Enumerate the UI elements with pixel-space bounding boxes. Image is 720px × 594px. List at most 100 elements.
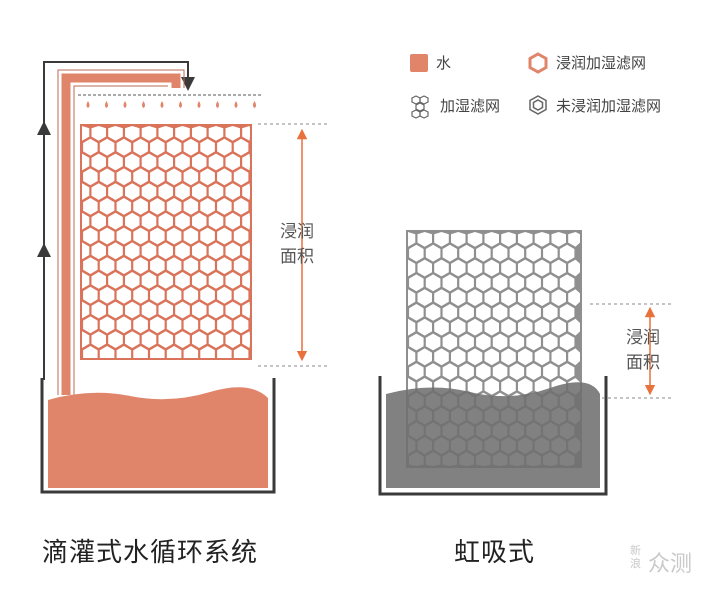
hex-cell (99, 227, 115, 245)
hex-cell (543, 244, 558, 262)
hex-cell (568, 232, 580, 247)
hex-cell (150, 227, 165, 245)
hex-cell (476, 363, 491, 380)
water-drop (160, 101, 164, 108)
hex-cell (492, 304, 508, 321)
hex-cell (225, 153, 240, 171)
hex-cell (459, 333, 474, 351)
hex-cell (233, 198, 249, 215)
hex-cell (192, 212, 207, 230)
hex-cell (116, 346, 132, 358)
hex-cell (192, 242, 207, 260)
hex-cell (166, 316, 182, 334)
water-drop (86, 101, 90, 108)
hex-cell (484, 289, 499, 306)
hex-cell (408, 289, 416, 306)
hex-cell (200, 346, 215, 358)
hex-cell (158, 183, 173, 200)
hex-cell (233, 286, 249, 304)
hex-cell (175, 242, 190, 260)
hex-cell (183, 227, 199, 245)
hex-cell (242, 183, 250, 200)
hex-cell (82, 212, 90, 230)
hex-cell (200, 316, 215, 334)
filter-icon (411, 95, 429, 119)
hex-cell (425, 274, 441, 292)
hex-cell (99, 346, 115, 358)
hex-cell (242, 153, 250, 171)
hex-cell (451, 318, 466, 336)
hex-cell (166, 227, 182, 245)
hex-cell (559, 244, 575, 262)
hex-cell (484, 378, 499, 395)
hex-cell (543, 304, 558, 321)
tank-right (378, 376, 608, 496)
hex-cell (409, 363, 424, 380)
hex-cell (484, 259, 499, 277)
right-soak-area-label: 浸润 面积 (626, 326, 660, 376)
hex-cell (409, 244, 424, 262)
hex-cell (200, 138, 215, 156)
hex-cell (166, 138, 182, 156)
hex-cell (526, 274, 541, 292)
hex-cell (225, 272, 240, 289)
hex-cell (82, 301, 90, 319)
hex-cell (183, 286, 199, 304)
hex-cell (150, 138, 165, 156)
hex-cell (492, 274, 508, 292)
hex-cell (83, 346, 98, 358)
hex-cell (568, 289, 580, 306)
hex-cell (200, 168, 215, 186)
hex-cell (108, 242, 123, 260)
hex-cell (451, 348, 466, 366)
hex-cell (116, 168, 132, 186)
hex-cell (183, 257, 199, 274)
hex-cell (116, 286, 132, 304)
hex-cell (425, 304, 441, 321)
hex-cell (158, 301, 173, 319)
hex-cell (125, 272, 140, 289)
water-swatch (410, 53, 428, 72)
hex-cell (116, 227, 132, 245)
hex-cell (568, 348, 580, 366)
hex-cell (417, 318, 432, 336)
watermark-char-1: 新 (630, 544, 641, 557)
hex-cell (242, 272, 250, 289)
hex-cell (509, 304, 525, 321)
hex-cell (208, 301, 224, 319)
hex-cell (476, 333, 491, 351)
hex-cell (417, 348, 432, 366)
water-drop (142, 101, 145, 108)
hex-cell (217, 168, 232, 186)
water-pipe (61, 73, 181, 395)
hex-cell (133, 286, 148, 304)
hex-cell (417, 259, 432, 277)
hex-cell (82, 242, 90, 260)
hex-cell (417, 289, 432, 306)
hex-cell (141, 153, 157, 171)
hex-cell (183, 198, 199, 215)
hex-cell (492, 244, 508, 262)
hex-cell (99, 257, 115, 274)
hex-cell (158, 242, 173, 260)
hex-cell (467, 348, 483, 366)
hex-cell (108, 126, 123, 141)
water-drop (197, 101, 201, 108)
hex-cell (208, 153, 224, 171)
hex-cell (467, 259, 483, 277)
hex-cell (467, 378, 483, 395)
hex-cell (83, 257, 98, 274)
hex-cell (99, 198, 115, 215)
left-soak-area-line1: 浸润 (280, 222, 314, 242)
hex-cell (158, 212, 173, 230)
water-body-right (386, 382, 600, 488)
hex-cell (409, 274, 424, 292)
hex-cell (568, 259, 580, 277)
hex-cell (242, 212, 250, 230)
hex-cell (108, 301, 123, 319)
hex-cell (501, 232, 516, 247)
hex-cell (108, 331, 123, 348)
hex-cell (141, 242, 157, 260)
hex-cell (408, 259, 416, 277)
